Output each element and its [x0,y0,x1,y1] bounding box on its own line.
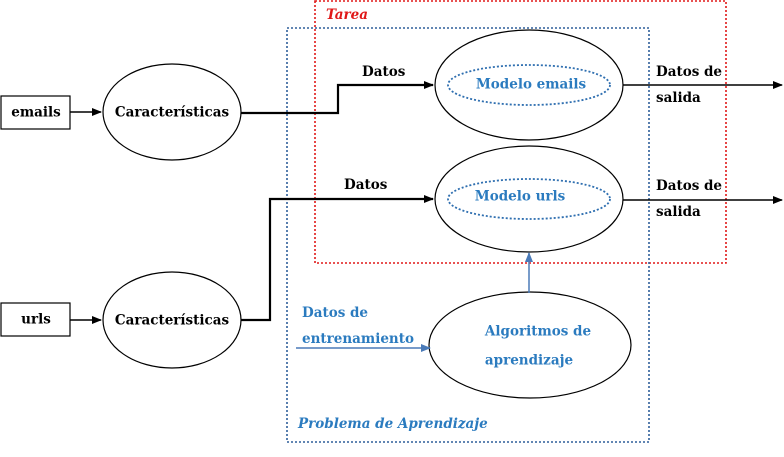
training-data-label-2: entrenamiento [302,331,414,347]
features-top-label: Características [114,104,230,121]
datos-top-label: Datos [362,64,406,80]
model-urls-inner [447,178,611,220]
emails-label: emails [11,104,61,121]
urls-label: urls [21,311,51,328]
features-bottom-label: Características [114,312,230,329]
problema-boundary [286,27,650,443]
tarea-boundary [314,0,727,264]
algorithm-ellipse [428,291,632,399]
urls-box [0,302,71,337]
output-emails-label-1: Datos de [656,64,723,80]
output-urls-label-2: salida [656,204,701,220]
algorithm-label-2: aprendizaje [484,352,574,369]
model-emails-label: Modelo emails [475,76,587,93]
algorithm-label-1: Algoritmos de [484,323,592,340]
datos-bottom-label: Datos [344,177,388,193]
problema-title: Problema de Aprendizaje [298,416,488,432]
model-emails-inner [447,64,611,106]
features-to-model-urls-arrow [241,195,434,322]
output-emails-label-2: salida [656,90,701,106]
model-urls-label: Modelo urls [474,188,566,205]
features-to-model-emails-arrow [241,81,434,115]
training-data-label-1: Datos de [302,305,369,321]
output-urls-label-1: Datos de [656,178,723,194]
tarea-title: Tarea [326,7,368,23]
